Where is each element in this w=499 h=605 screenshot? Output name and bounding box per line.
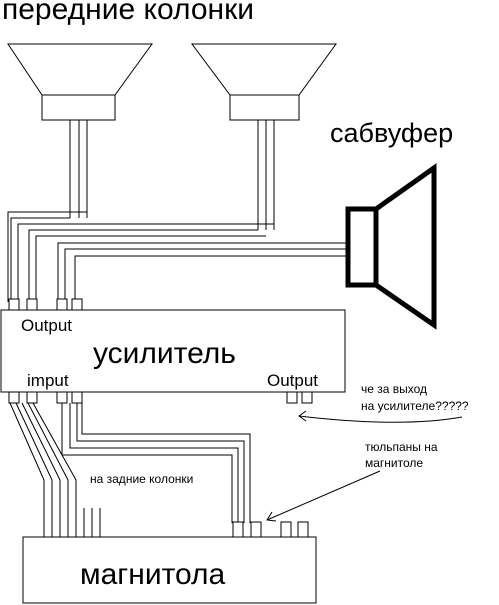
- tulips-line-1: тюльпаны на: [365, 440, 438, 454]
- amp-output-terminals: [8, 298, 83, 311]
- rear-speaker-wires: [9, 402, 101, 537]
- question-arrow: [298, 410, 463, 423]
- front-speaker-left: [7, 43, 153, 218]
- amp-output-top-label: Output: [21, 316, 72, 335]
- question-line-2: на усилителе?????: [361, 399, 469, 413]
- front-speaker-wires: [7, 211, 274, 302]
- head-unit-box: [22, 536, 317, 604]
- front-speaker-right: [191, 43, 337, 230]
- amp-input-label: imput: [27, 371, 69, 390]
- amplifier-box: [0, 309, 346, 393]
- head-unit-terminals: [232, 521, 309, 538]
- head-unit-label: магнитола: [80, 558, 226, 591]
- amp-input-terminals: [8, 391, 83, 404]
- tulips-arrow: [266, 470, 381, 522]
- subwoofer-wires: [57, 242, 348, 302]
- question-line-1: че за выход: [361, 382, 427, 396]
- subwoofer-label: сабвуфер: [330, 118, 453, 148]
- amp-output-right-label: Output: [267, 371, 318, 390]
- amp-right-output-terminals: [286, 391, 313, 404]
- rear-speakers-label: на задние колонки: [90, 472, 193, 486]
- tulips-line-2: магнитоле: [365, 456, 423, 470]
- subwoofer-icon: [345, 163, 437, 330]
- amplifier-label: усилитель: [93, 337, 236, 370]
- front-speakers-title: передние колонки: [2, 0, 254, 26]
- rca-wires: [61, 403, 251, 523]
